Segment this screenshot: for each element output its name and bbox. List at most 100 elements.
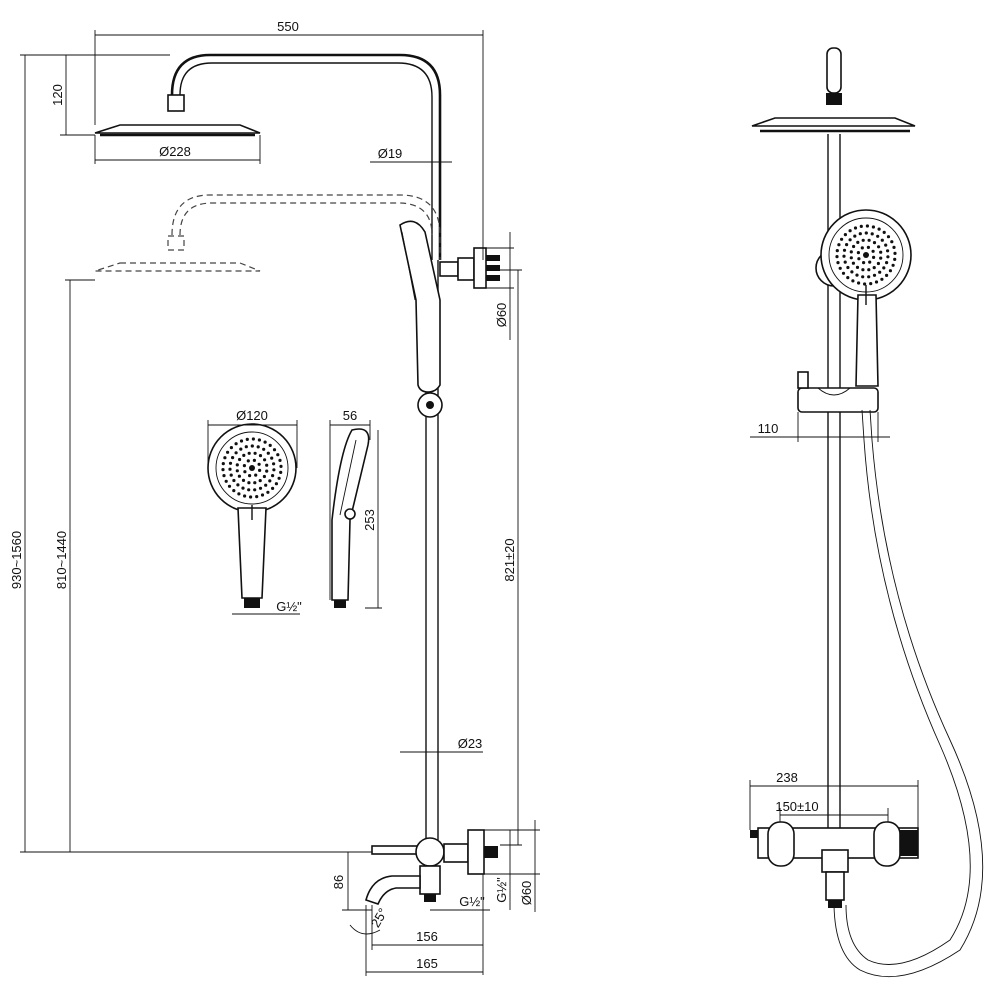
nozzle-dot	[856, 240, 860, 244]
nozzle-dot	[843, 260, 847, 264]
nozzle-dot	[272, 462, 276, 466]
handshower-nozzles	[221, 437, 283, 499]
nozzle-dot	[271, 486, 275, 490]
nozzle-dot	[266, 490, 270, 494]
nozzle-dot	[262, 447, 266, 451]
nozzle-dot	[885, 273, 889, 277]
nozzle-dot	[861, 268, 865, 272]
nozzle-dot	[274, 482, 278, 486]
nozzle-dot	[841, 271, 846, 275]
nozzle-dot	[846, 265, 850, 270]
dim-165: 165	[416, 956, 438, 971]
nozzle-dot	[872, 241, 877, 245]
nozzle-dot	[253, 481, 257, 485]
nozzle-dot	[856, 251, 861, 255]
nozzle-dot	[880, 238, 884, 242]
front-diverter-nut	[828, 900, 842, 908]
dim-60-top: Ø60	[494, 303, 509, 328]
nozzle-dot	[248, 474, 252, 478]
mixer-lower-body	[419, 865, 441, 895]
nozzle-dot	[234, 451, 238, 455]
bottom-wall-plate	[467, 829, 485, 875]
handshower-detail-side: 56 253	[329, 408, 382, 609]
front-overhead-head	[751, 117, 916, 127]
nozzle-dot	[835, 255, 839, 259]
nozzle-dot	[254, 473, 258, 477]
head-swivel-nut	[167, 94, 185, 112]
nozzle-dot	[223, 456, 227, 460]
handshower-thread-nut	[244, 598, 260, 608]
nozzle-dot	[221, 462, 225, 466]
nozzle-dot	[837, 243, 841, 247]
nozzle-dot	[239, 447, 243, 451]
nozzle-dot	[890, 240, 894, 244]
top-bracket-block	[457, 257, 475, 281]
front-slider	[797, 387, 879, 413]
nozzle-dot	[279, 470, 283, 474]
nozzle-dot	[266, 451, 270, 455]
front-hose-outer	[833, 409, 984, 978]
handshower-profile-face	[339, 439, 357, 516]
nozzle-dot	[260, 493, 265, 497]
dim-23: Ø23	[458, 736, 483, 751]
handshower-detail-front: Ø120 G½"	[207, 408, 302, 615]
dim-19: Ø19	[378, 146, 403, 161]
nozzle-dot	[862, 261, 866, 265]
nozzle-dot	[243, 470, 247, 474]
front-mixer-outlet	[821, 849, 849, 873]
top-wall-plate	[473, 247, 487, 289]
nozzle-dot	[886, 235, 891, 239]
nozzle-dot	[848, 238, 852, 242]
nozzle-dot	[859, 224, 863, 228]
mixer-lever	[371, 845, 423, 855]
dim-g12-vertical: G½"	[494, 877, 509, 903]
nozzle-dot	[247, 488, 251, 492]
nozzle-dot	[249, 495, 253, 499]
nozzle-dot	[265, 469, 269, 473]
nozzle-dot	[843, 233, 848, 237]
dim-arc-25	[349, 924, 381, 935]
nozzle-dot	[241, 478, 246, 482]
nozzle-dot	[258, 486, 263, 490]
nozzle-dot	[255, 495, 259, 499]
dim-120: 120	[50, 84, 65, 106]
front-view: 110 238 150±10	[749, 47, 984, 978]
nozzle-dot	[231, 456, 235, 460]
front-mixer-right-knob	[873, 821, 901, 867]
nozzle-dot	[247, 451, 251, 455]
nozzle-dot	[249, 465, 255, 471]
nozzle-dot	[229, 446, 233, 450]
dim-821: 821±20	[502, 538, 517, 581]
nozzle-dot	[878, 270, 882, 274]
nozzle-dot	[857, 281, 861, 285]
front-mixer-button	[750, 830, 758, 838]
overhead-head-dashed	[94, 262, 261, 272]
dim-60-bottom: Ø60	[519, 881, 534, 906]
nozzle-dot	[858, 232, 862, 236]
nozzle-dot	[867, 268, 871, 272]
nozzle-dot	[278, 458, 282, 462]
nozzle-dot	[846, 276, 850, 280]
top-arm-pipe-inner	[179, 62, 433, 260]
nozzle-dot	[850, 270, 854, 274]
nozzle-dot	[863, 252, 869, 258]
nozzle-dot	[271, 474, 275, 478]
nozzle-dot	[262, 474, 266, 479]
dim-110: 110	[758, 421, 779, 436]
nozzle-dot	[857, 257, 861, 261]
nozzle-dot	[840, 237, 844, 241]
handshower-profile-nut	[334, 600, 346, 608]
handshower-handle	[237, 507, 267, 599]
bath-spout	[365, 875, 421, 905]
dim-930-1560: 930~1560	[9, 531, 24, 589]
nozzle-dot	[263, 458, 267, 462]
nozzle-dot	[232, 478, 236, 483]
nozzle-dot	[885, 261, 889, 265]
nozzle-dot	[257, 462, 261, 466]
dim-56: 56	[343, 408, 357, 423]
nozzle-dot	[870, 232, 874, 236]
nozzle-dot	[235, 469, 239, 473]
nozzle-dot	[848, 229, 852, 233]
